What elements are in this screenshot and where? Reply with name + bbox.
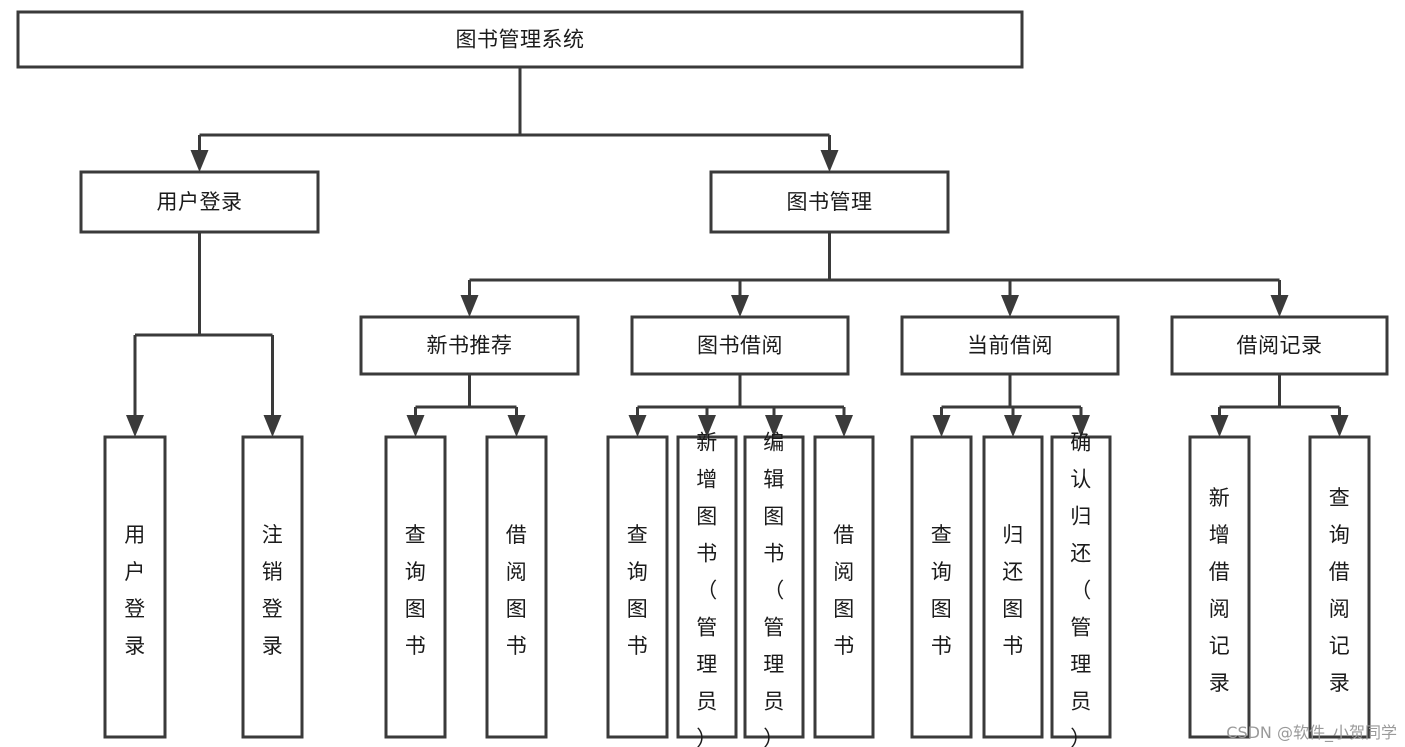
node-current-confirm-return-admin[interactable]: 确认归还（管理员） (1050, 430, 1112, 747)
arrow-head-icon (406, 415, 425, 437)
node-box-user-logout-leaf (241, 435, 304, 739)
node-label-user-login-leaf: 用户登录 (124, 523, 146, 658)
node-borrow-record[interactable]: 借阅记录 (1170, 315, 1389, 376)
arrow-head-icon (1001, 295, 1019, 317)
node-current-query-book[interactable]: 查询图书 (910, 435, 973, 739)
node-box-borrow-record (1170, 315, 1389, 376)
node-user-login[interactable]: 用户登录 (79, 170, 320, 234)
node-label-borrow-edit-book-admin: 编辑图书（管理员） (763, 430, 785, 747)
node-current-return-book[interactable]: 归还图书 (982, 435, 1044, 739)
node-box-borrow-add-book-admin (676, 435, 738, 739)
node-label-record-query: 查询借阅记录 (1329, 486, 1351, 695)
node-current-borrow[interactable]: 当前借阅 (900, 315, 1120, 376)
node-box-borrow-edit-book-admin (743, 435, 805, 739)
node-label-current-confirm-return-admin: 确认归还（管理员） (1070, 430, 1092, 747)
node-label-recommend-query-book: 查询图书 (405, 523, 427, 658)
nodes-layer: 图书管理系统用户登录用户登录注销登录图书管理新书推荐查询图书借阅图书图书借阅查询… (16, 10, 1389, 747)
node-label-book-management: 图书管理 (787, 190, 873, 214)
node-borrow-query-book[interactable]: 查询图书 (606, 435, 669, 739)
arrow-head-icon (460, 295, 479, 317)
node-label-current-borrow: 当前借阅 (967, 334, 1053, 358)
arrow-head-icon (698, 415, 716, 437)
node-label-record-add: 新增借阅记录 (1209, 486, 1231, 695)
arrow-head-icon (190, 150, 209, 172)
node-box-new-book-recommend (359, 315, 580, 376)
arrow-head-icon (1004, 415, 1022, 437)
watermark-text: CSDN @软件_小贺同学 (1226, 723, 1397, 742)
node-recommend-borrow-book[interactable]: 借阅图书 (485, 435, 548, 739)
node-borrow-borrow-book[interactable]: 借阅图书 (813, 435, 875, 739)
arrow-head-icon (820, 150, 839, 172)
arrow-head-icon (507, 415, 526, 437)
node-label-root: 图书管理系统 (456, 28, 585, 52)
node-box-book-management (709, 170, 950, 234)
node-label-borrow-record: 借阅记录 (1237, 334, 1323, 358)
node-label-borrow-query-book: 查询图书 (627, 523, 649, 658)
arrow-head-icon (628, 415, 647, 437)
node-record-add[interactable]: 新增借阅记录 (1188, 435, 1251, 739)
node-new-book-recommend[interactable]: 新书推荐 (359, 315, 580, 376)
node-book-borrow[interactable]: 图书借阅 (630, 315, 850, 376)
node-label-user-login: 用户登录 (157, 190, 243, 214)
node-borrow-edit-book-admin[interactable]: 编辑图书（管理员） (743, 430, 805, 747)
arrow-head-icon (932, 415, 951, 437)
arrow-head-icon (1330, 415, 1349, 437)
node-label-recommend-borrow-book: 借阅图书 (506, 523, 528, 658)
arrow-head-icon (731, 295, 749, 317)
node-label-current-query-book: 查询图书 (931, 523, 953, 658)
arrow-head-icon (126, 415, 144, 437)
node-box-record-add (1188, 435, 1251, 739)
arrow-head-icon (765, 415, 783, 437)
node-user-logout-leaf[interactable]: 注销登录 (241, 435, 304, 739)
arrow-head-icon (1210, 415, 1229, 437)
node-box-recommend-borrow-book (485, 435, 548, 739)
arrow-head-icon (835, 415, 853, 437)
node-box-record-query (1308, 435, 1371, 739)
node-label-user-logout-leaf: 注销登录 (262, 523, 284, 658)
node-book-management[interactable]: 图书管理 (709, 170, 950, 234)
node-box-user-login (79, 170, 320, 234)
node-box-current-query-book (910, 435, 973, 739)
node-root[interactable]: 图书管理系统 (16, 10, 1024, 69)
node-recommend-query-book[interactable]: 查询图书 (384, 435, 447, 739)
node-box-current-confirm-return-admin (1050, 435, 1112, 739)
node-record-query[interactable]: 查询借阅记录 (1308, 435, 1371, 739)
arrow-head-icon (263, 415, 282, 437)
node-box-book-borrow (630, 315, 850, 376)
arrow-head-icon (1072, 415, 1090, 437)
node-box-borrow-borrow-book (813, 435, 875, 739)
connectors-layer (126, 67, 1349, 437)
node-label-new-book-recommend: 新书推荐 (427, 334, 513, 358)
node-borrow-add-book-admin[interactable]: 新增图书（管理员） (676, 430, 738, 747)
node-box-current-return-book (982, 435, 1044, 739)
arrow-head-icon (1270, 295, 1289, 317)
node-box-recommend-query-book (384, 435, 447, 739)
node-label-borrow-borrow-book: 借阅图书 (833, 523, 855, 658)
node-box-current-borrow (900, 315, 1120, 376)
node-label-current-return-book: 归还图书 (1002, 523, 1024, 658)
node-user-login-leaf[interactable]: 用户登录 (103, 435, 167, 739)
node-label-book-borrow: 图书借阅 (697, 334, 783, 358)
node-label-borrow-add-book-admin: 新增图书（管理员） (696, 430, 718, 747)
node-box-borrow-query-book (606, 435, 669, 739)
node-box-root (16, 10, 1024, 69)
node-box-user-login-leaf (103, 435, 167, 739)
